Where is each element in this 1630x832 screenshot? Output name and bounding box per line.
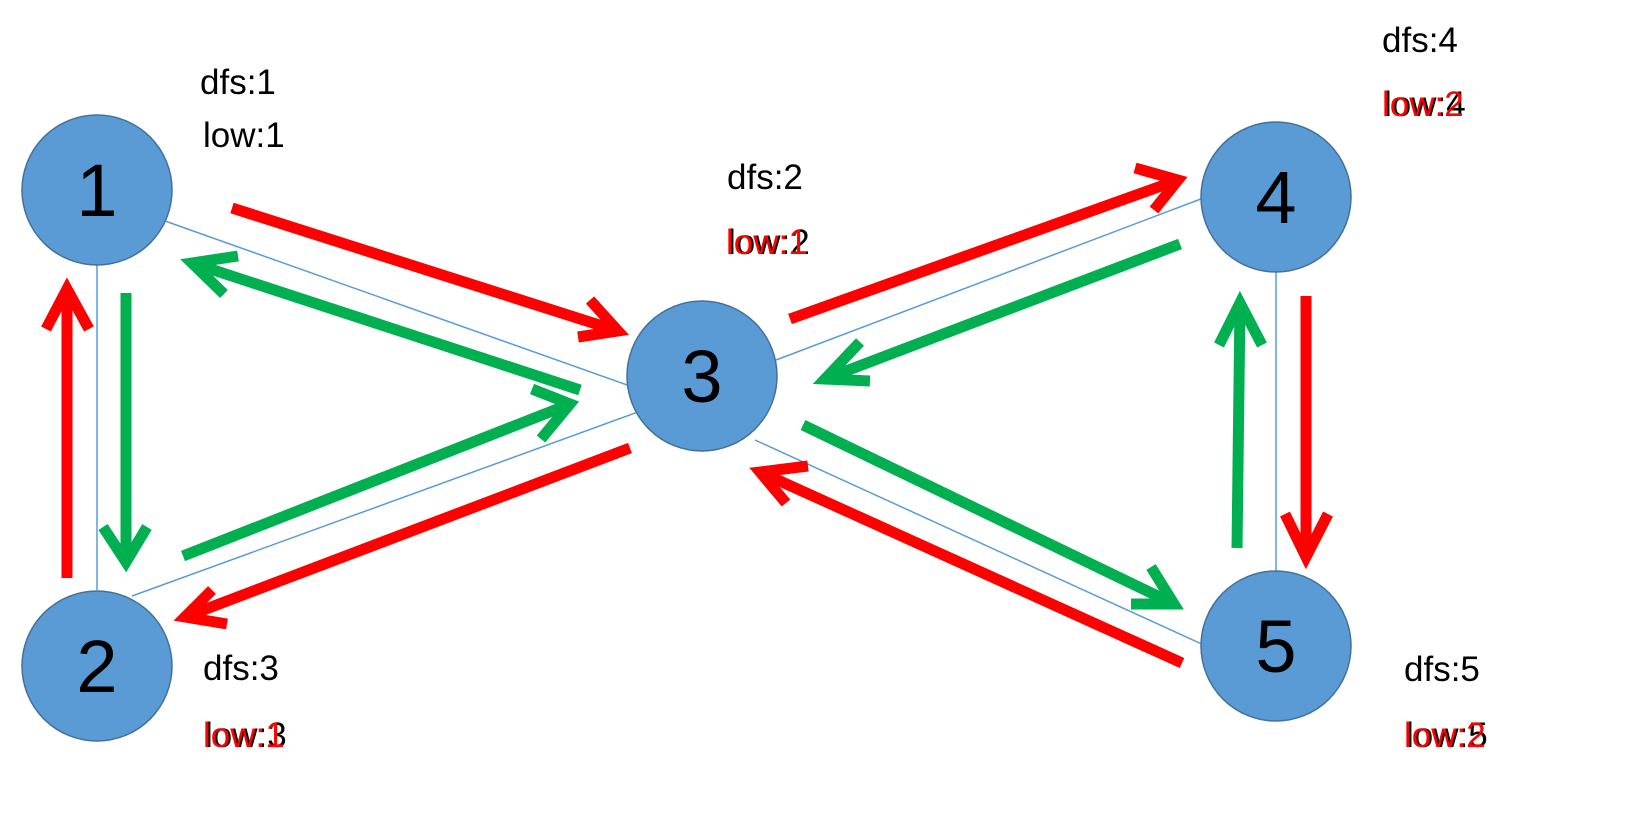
node-2: 2 (21, 590, 173, 742)
edge-3-4 (775, 196, 1207, 361)
arrow-3-to-4 (788, 162, 1188, 325)
node-circle (1200, 570, 1352, 722)
edge-1-3 (164, 220, 631, 387)
edge-3-5 (754, 439, 1207, 647)
arrow-5-to-4 (1214, 290, 1267, 549)
dfs-label-node-1: dfs:1 (200, 63, 276, 102)
low-label-node-4: low:4 (1384, 85, 1466, 124)
edge-layer (96, 196, 1277, 647)
dfs-label-node-3: dfs:2 (727, 158, 803, 197)
node-5: 5 (1200, 570, 1352, 722)
low-updated-label-node-5: low:2 (1404, 716, 1486, 755)
arrow-1-to-2 (98, 293, 152, 573)
dfs-label-node-5: dfs:5 (1404, 650, 1480, 689)
arrow-4-to-3 (812, 238, 1182, 387)
arrow-2-to-3 (180, 383, 580, 562)
low-updated-label-node-2: low:1 (203, 716, 285, 755)
arrow-1-to-3 (230, 202, 629, 343)
low-label-node-1: low:1 (203, 116, 285, 155)
arrow-3-to-1 (180, 250, 582, 396)
dfs-label-node-2: dfs:3 (203, 649, 279, 688)
low-label-node-5: low:5 (1406, 716, 1488, 755)
low-updated-label-node-4: low:2 (1382, 85, 1464, 124)
node-circle (626, 300, 778, 452)
node-circle (1200, 121, 1352, 273)
node-4: 4 (1200, 121, 1352, 273)
arrow-2-to-1 (41, 277, 94, 578)
low-label-node-3: low:2 (728, 223, 810, 262)
arrow-5-to-3 (749, 460, 1185, 669)
annotation-layer: dfs:1 low:1 dfs:2 low:2 low:1 dfs:4 low:… (200, 21, 1488, 755)
node-label: 5 (1255, 605, 1296, 688)
dfs-label-node-4: dfs:4 (1382, 21, 1458, 60)
node-label: 4 (1255, 156, 1296, 239)
arrow-4-to-5 (1280, 296, 1333, 570)
arrow-layer (41, 162, 1333, 669)
node-label: 3 (681, 335, 722, 418)
edge-2-3 (131, 411, 639, 597)
node-circle (21, 114, 173, 266)
arrow-3-to-2 (173, 442, 632, 630)
node-3: 3 (626, 300, 778, 452)
arrow-3-to-5 (800, 420, 1184, 610)
node-layer: 1 2 3 4 5 (21, 114, 1352, 742)
low-label-node-2: low:3 (205, 716, 287, 755)
node-label: 1 (76, 149, 117, 232)
node-label: 2 (76, 625, 117, 708)
node-circle (21, 590, 173, 742)
node-1: 1 (21, 114, 173, 266)
low-updated-label-node-3: low:1 (726, 223, 808, 262)
